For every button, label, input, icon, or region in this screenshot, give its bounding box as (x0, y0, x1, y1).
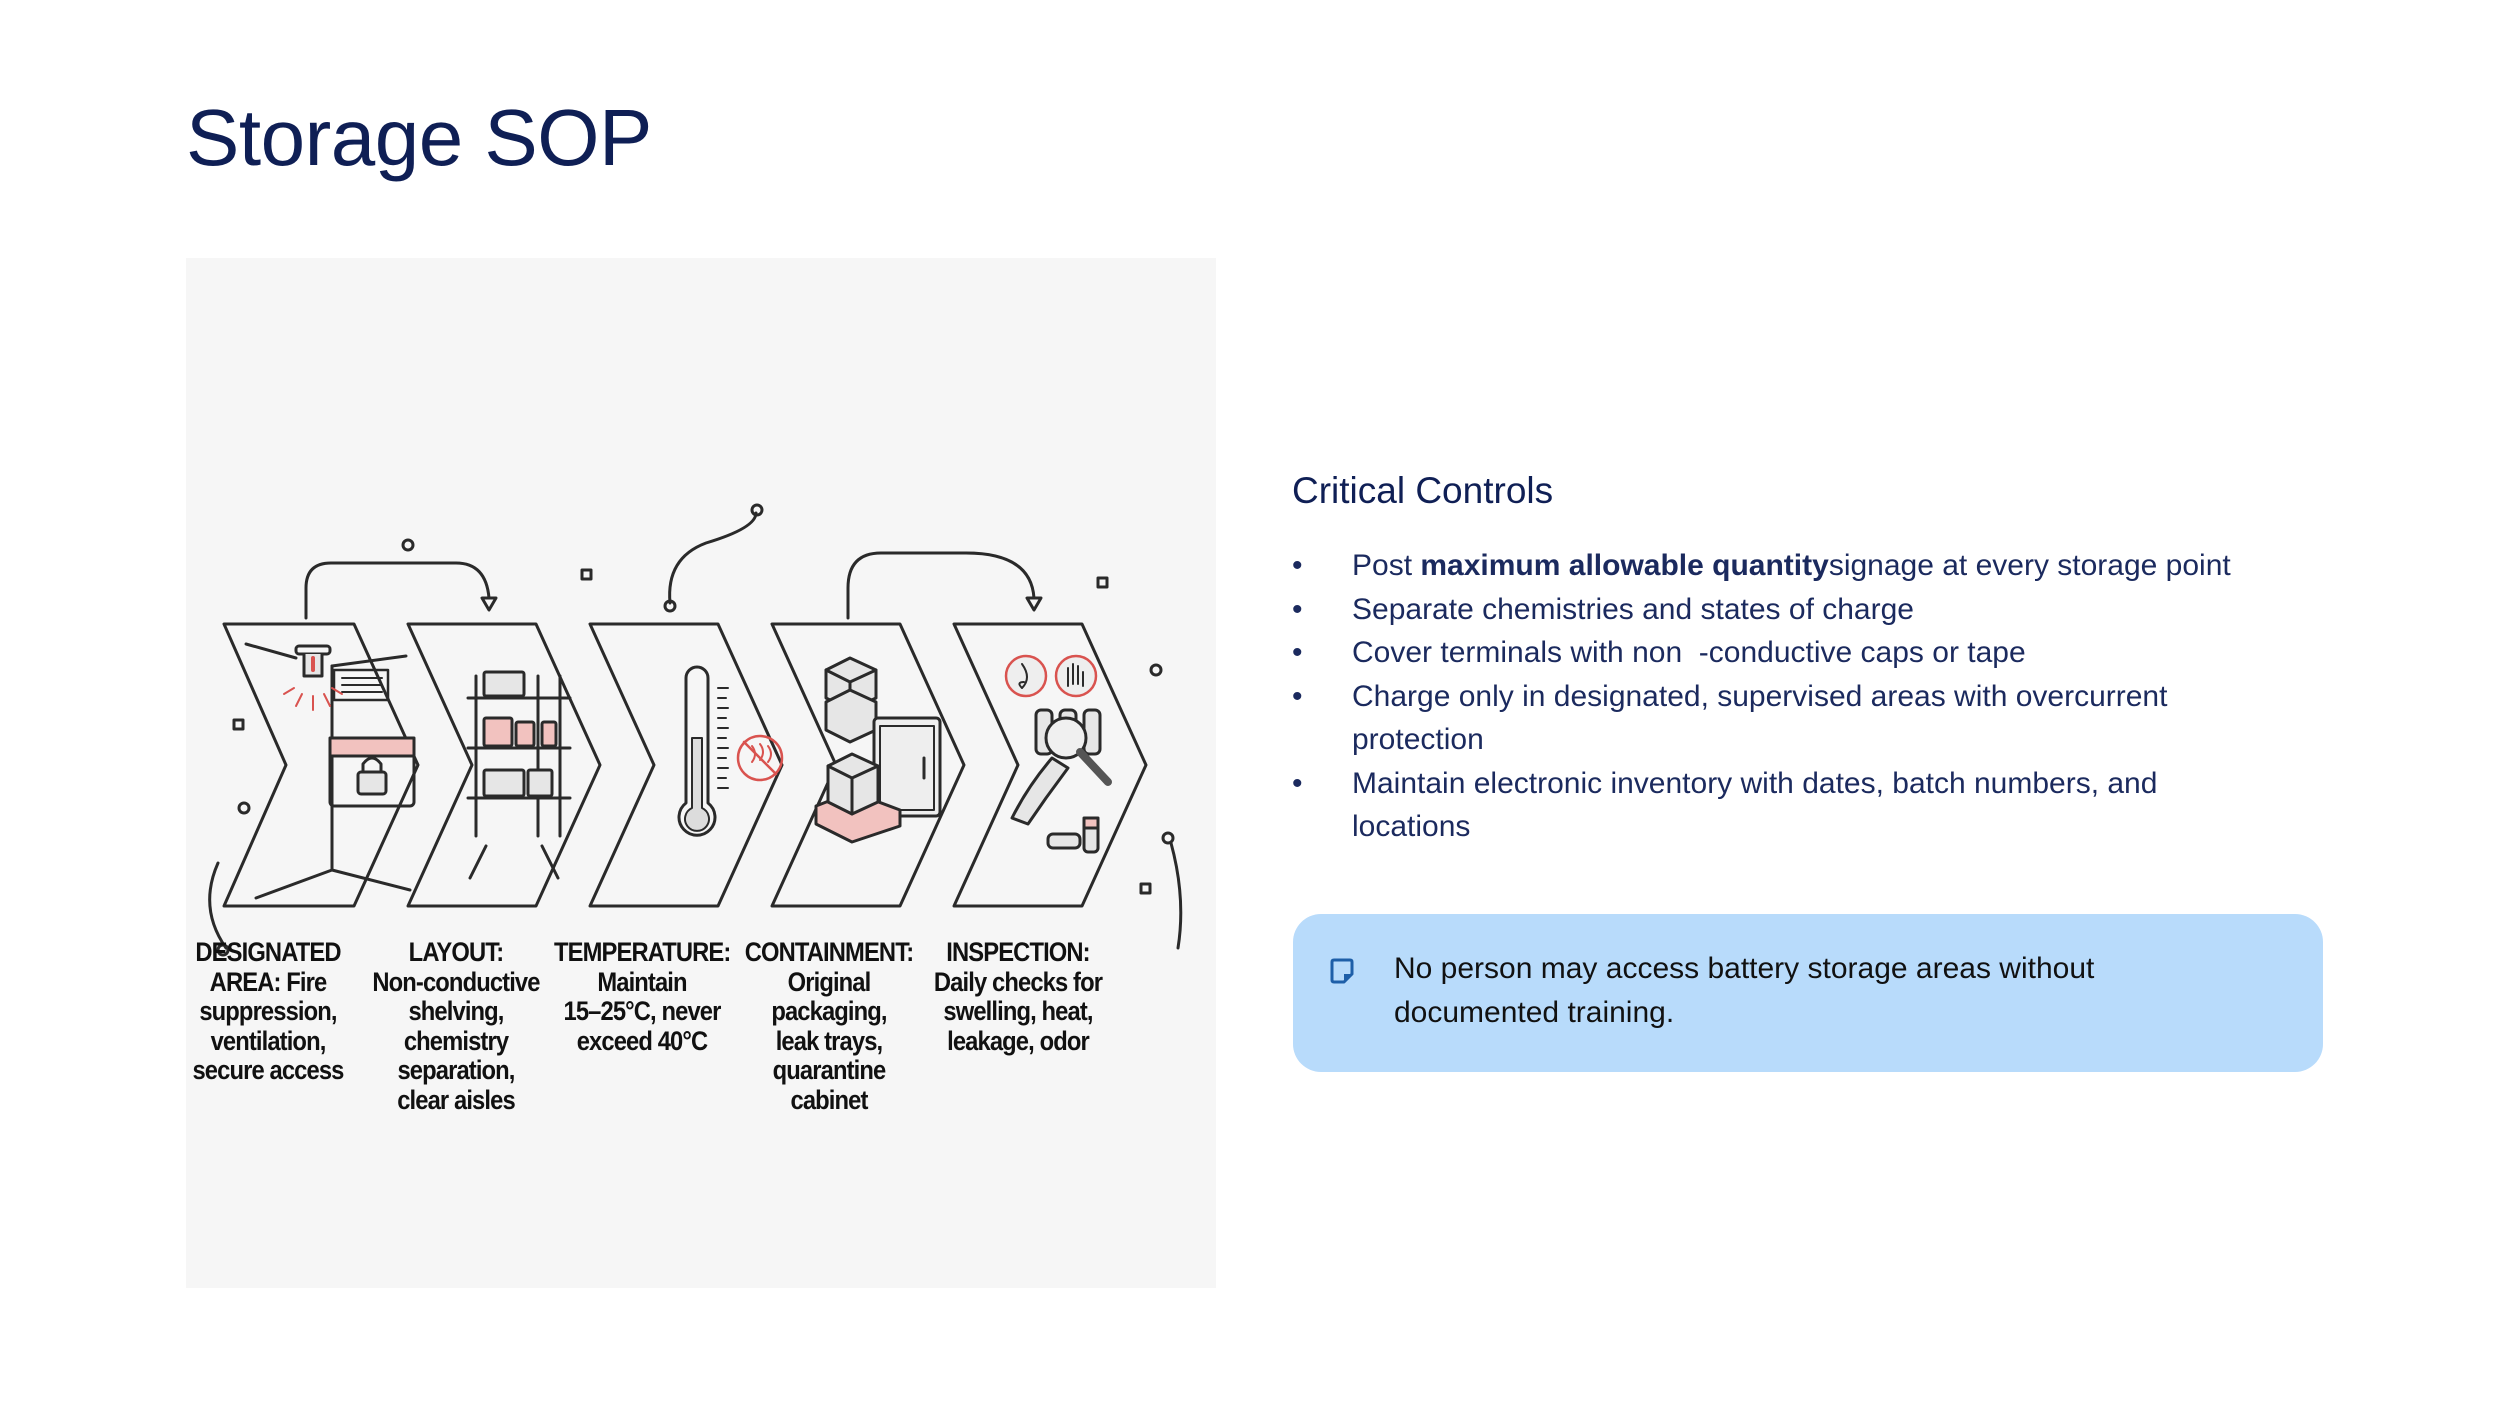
squiggle-connector (668, 511, 758, 605)
chevron-2 (406, 622, 602, 908)
list-item-text: Charge only in designated, supervised ar… (1352, 679, 2168, 757)
caption-line: Non-conductive (372, 966, 540, 997)
flow-arrow-1 (304, 561, 491, 620)
step-caption-layout: LAYOUT: Non-conductive shelving, chemist… (368, 937, 544, 1115)
list-item: • Cover terminals with non -conductive c… (1292, 631, 2282, 675)
caption-line: suppression, (199, 996, 337, 1026)
arrowhead-1 (480, 596, 498, 612)
callout-text: No person may access battery storage are… (1394, 952, 2095, 1029)
training-notice-callout: No person may access battery storage are… (1293, 914, 2323, 1072)
list-item-text: Cover terminals with non -conductive cap… (1352, 636, 2026, 669)
caption-line: quarantine (772, 1055, 887, 1085)
step-caption-containment: CONTAINMENT: Original packaging, leak tr… (741, 937, 917, 1115)
list-item: • Charge only in designated, supervised … (1292, 675, 2282, 762)
chevron-1 (222, 622, 420, 908)
caption-line: 15–25°C, never (563, 996, 721, 1026)
list-item-text: signage at every storage point (1828, 549, 2231, 582)
bullet-icon: • (1292, 549, 1303, 582)
caption-line: swelling, heat, (943, 996, 1093, 1026)
caption-line: packaging, (771, 996, 887, 1026)
caption-line: CONTAINMENT: (744, 937, 914, 967)
caption-line: LAYOUT: (408, 937, 504, 967)
storage-process-illustration: DESIGNATED AREA: Fire suppression, venti… (186, 258, 1216, 1288)
caption-line: ventilation, (210, 1025, 327, 1056)
chevron-5 (952, 622, 1148, 908)
chevron-3 (588, 622, 784, 908)
caption-line: chemistry (403, 1025, 509, 1056)
bullet-icon: • (1292, 592, 1303, 626)
caption-line: DESIGNATED (195, 937, 341, 967)
step-caption-temperature: TEMPERATURE: Maintain 15–25°C, never exc… (554, 937, 731, 1056)
bullet-icon: • (1292, 766, 1303, 800)
caption-line: clear aisles (397, 1084, 515, 1115)
slide-title: Storage SOP (186, 93, 652, 182)
caption-line: Maintain (597, 966, 687, 997)
bullet-icon: • (1292, 636, 1303, 669)
list-item: • Post maximum allowable quantitysignage… (1292, 544, 2282, 588)
critical-controls-heading: Critical Controls (1292, 470, 1554, 511)
caption-line: Original (787, 966, 872, 997)
caption-line: exceed 40°C (576, 1025, 708, 1056)
caption-line: AREA: Fire (209, 966, 327, 997)
sticky-note-icon (1330, 958, 1354, 984)
list-item-bold-text: maximum allowable quantity (1420, 549, 1829, 582)
caption-line: cabinet (790, 1084, 868, 1115)
list-item: • Maintain electronic inventory with dat… (1292, 762, 2282, 849)
caption-line: TEMPERATURE: (554, 937, 731, 967)
caption-line: leakage, odor (947, 1025, 1090, 1056)
step-caption-designated-area: DESIGNATED AREA: Fire suppression, venti… (180, 937, 356, 1086)
critical-controls-list: • Post maximum allowable quantitysignage… (1292, 544, 2282, 849)
list-item: • Separate chemistries and states of cha… (1292, 588, 2282, 632)
caption-line: separation, (397, 1055, 515, 1085)
bullet-icon: • (1292, 679, 1303, 713)
caption-line: INSPECTION: (946, 937, 1090, 967)
arrowhead-2 (1025, 596, 1043, 612)
list-item-text: Maintain electronic inventory with dates… (1352, 766, 2158, 844)
caption-line: Daily checks for (933, 966, 1103, 997)
flow-arrow-2 (846, 551, 1036, 620)
list-item-text: Post (1352, 549, 1421, 582)
caption-line: shelving, (408, 996, 504, 1026)
list-item-text: Separate chemistries and states of charg… (1352, 592, 1914, 626)
caption-line: leak trays, (775, 1025, 883, 1056)
caption-line: secure access (192, 1055, 344, 1085)
process-chevrons-graphic (208, 503, 1183, 957)
step-caption-inspection: INSPECTION: Daily checks for swelling, h… (930, 937, 1106, 1056)
